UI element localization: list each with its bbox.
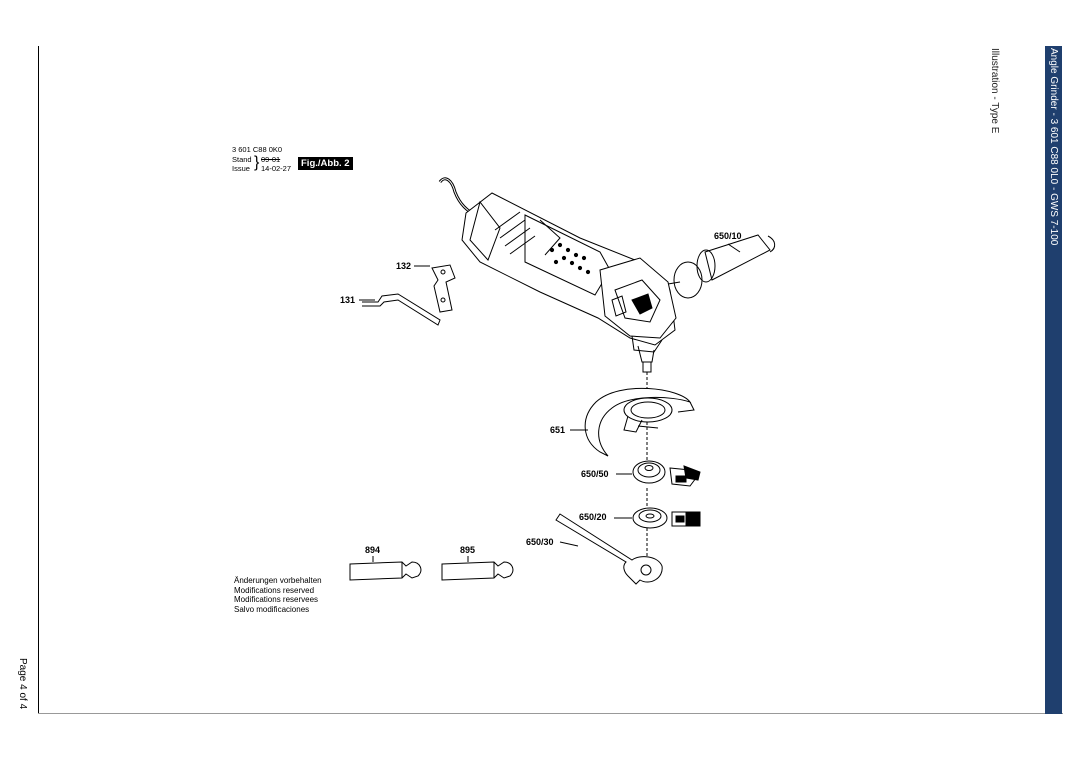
wheel-guard [584, 387, 695, 457]
callout-895: 895 [460, 545, 476, 555]
callout-650-50: 650/50 [581, 469, 609, 479]
extension-pipe-894 [349, 561, 422, 581]
nut-detail-icon [671, 511, 701, 527]
figure-badge: Fig./Abb. 2 [298, 157, 353, 170]
flange-detail-icon [669, 465, 701, 487]
title-band [1045, 46, 1062, 714]
stand-value: 09-01 [261, 155, 281, 164]
notice-de: Änderungen vorbehalten [234, 576, 322, 585]
callout-650-10: 650/10 [714, 231, 742, 241]
callout-894: 894 [365, 545, 381, 555]
callout-651: 651 [550, 425, 566, 435]
notice-es: Salvo modificaciones [234, 604, 310, 614]
clamping-nut [632, 507, 668, 529]
bottom-rule [38, 713, 1063, 714]
issue-value: 14-02-27 [261, 164, 292, 173]
mounting-bracket [431, 264, 456, 313]
grinder-body [461, 192, 677, 373]
callout-650-20: 650/20 [579, 512, 607, 522]
brace-icon: } [254, 154, 260, 171]
left-margin-rule [38, 46, 39, 714]
modification-notice: Änderungen vorbehalten Modifications res… [234, 576, 322, 614]
hex-key [362, 293, 441, 326]
callout-132: 132 [396, 261, 412, 271]
notice-fr: Modifications reservees [234, 595, 319, 604]
side-handle [667, 234, 776, 299]
issue-label: Issue [232, 164, 250, 173]
notice-en: Modifications reserved [234, 585, 315, 595]
callout-131: 131 [340, 295, 356, 305]
mounting-flange [632, 460, 666, 484]
extension-pipe-895 [441, 561, 514, 581]
two-pin-spanner [555, 513, 663, 585]
part-number: 3 601 C88 0K0 [232, 145, 283, 154]
callout-650-30: 650/30 [526, 537, 554, 547]
stand-label: Stand [232, 155, 252, 164]
